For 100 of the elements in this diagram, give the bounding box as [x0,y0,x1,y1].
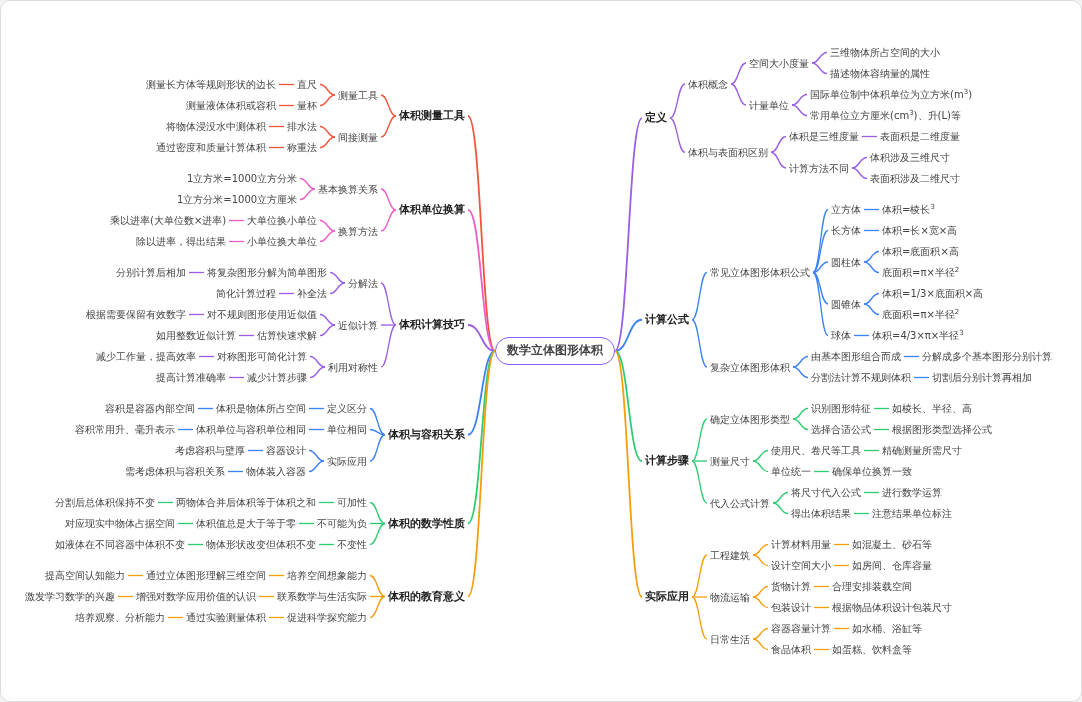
subtopic-text: 确保单位换算一致 [829,464,915,479]
branch-connector [380,188,397,211]
subtopic-text: 表面积涉及二维尺寸 [867,171,963,186]
subtopic-text: 由基本图形组合而成 [808,349,904,364]
branch-connector [770,135,787,153]
branch-connector [851,156,868,169]
subtopic-text: 体积=底面积×高 [879,244,962,259]
branch-connector [691,460,708,462]
subtopic-text: 立方体 [828,202,864,217]
branch-connector [467,209,496,352]
branch-connector [369,407,386,436]
subtopic-text: 如水桶、浴缸等 [849,621,925,636]
subtopic-text: 描述物体容纳量的属性 [827,66,933,81]
branch-connector [467,350,496,436]
branch-connector [319,324,336,337]
subtopic-text: 体积是物体所占空间 [213,401,309,416]
branch-connector [299,177,316,190]
subtopic-text: 测量液体体积或容积 [183,98,279,113]
subtopic-text: 定义区分 [324,401,370,416]
branch-connector [319,230,336,243]
branch-connector [691,418,708,462]
subtopic-text: 减少工作量，提高效率 [93,349,199,364]
branch-connector [792,366,809,379]
branch-connector [752,449,769,462]
branch-connector [308,460,325,473]
subtopic-text: 简化计算过程 [213,286,279,301]
subtopic-text: 称重法 [284,140,320,155]
subtopic-text: 体积=棱长$^{3}$ [879,202,938,217]
branch-connector [811,62,828,75]
branch-connector [319,125,336,138]
branch-connector [812,208,829,274]
subtopic-text: 确定立体图形类型 [707,411,793,427]
branch-connector [811,51,828,64]
subtopic-text: 通过立体图形理解三维空间 [143,568,269,583]
subtopic-text: 根据物品体积设计包装尺寸 [829,600,955,615]
branch-connector [812,271,829,305]
branch-connector [309,355,326,368]
subtopic-text: 表面积是二维度量 [877,129,963,144]
branch-connector [319,219,336,232]
subtopic-text: 通过实验测量体积 [183,610,269,625]
branch-connector [752,596,769,609]
branch-connector [812,271,829,337]
branch-connector [299,188,316,201]
subtopic-text: 排水法 [284,119,320,134]
branch-topic: 体积的教育意义 [385,588,468,605]
subtopic-text: 考虑容积与壁厚 [172,443,248,458]
branch-connector [691,554,708,598]
branch-topic: 体积的数学性质 [385,515,468,532]
subtopic-text: 如棱长、半径、高 [889,401,975,416]
branch-connector [752,460,769,473]
branch-connector [772,502,789,515]
branch-connector [863,292,880,305]
subtopic-text: 容器设计 [263,443,309,458]
subtopic-text: 两物体合并后体积等于体积之和 [173,495,319,510]
branch-connector [863,303,880,316]
branch-connector [752,627,769,640]
branch-connector [791,104,808,117]
subtopic-text: 需考虑体积与容积关系 [122,464,228,479]
subtopic-text: 分割法计算不规则体积 [808,370,914,385]
subtopic-text: 直尺 [294,77,320,92]
subtopic-text: 对应现实中物体占据空间 [62,516,178,531]
subtopic-text: 使用尺、卷尺等工具 [768,443,864,458]
branch-connector [467,324,496,352]
branch-connector [730,83,747,106]
subtopic-text: 体积值总是大于等于零 [193,516,299,531]
subtopic-text: 估算快速求解 [254,328,320,343]
branch-connector [752,585,769,598]
branch-connector [752,543,769,556]
branch-connector [691,460,708,504]
subtopic-text: 不可能为负 [314,516,370,531]
subtopic-text: 不变性 [334,537,370,552]
subtopic-text: 体积与表面积区别 [685,144,771,160]
subtopic-text: 进行数学运算 [879,485,945,500]
subtopic-text: 根据图形类型选择公式 [889,422,995,437]
branch-connector [319,313,336,326]
branch-connector [369,501,386,525]
subtopic-text: 设计空间大小 [768,558,834,573]
subtopic-text: 将物体浸没水中测体积 [163,119,269,134]
branch-connector [614,117,643,352]
subtopic-text: 如混凝土、砂石等 [849,537,935,552]
subtopic-text: 近似计算 [335,317,381,333]
subtopic-text: 常见立体图形体积公式 [707,265,813,280]
subtopic-text: 体积涉及三维尺寸 [867,150,953,165]
branch-connector [614,350,643,462]
subtopic-text: 注意结果单位标注 [869,506,955,521]
branch-connector [614,350,643,598]
branch-connector [369,434,386,462]
subtopic-text: 基本换算关系 [315,181,381,197]
branch-connector [791,93,808,106]
branch-connector [669,83,686,119]
branch-connector [380,115,397,138]
branch-connector [369,574,386,598]
subtopic-text: 换算方法 [335,223,381,239]
subtopic-text: 可加性 [334,495,370,510]
branch-connector [467,115,496,352]
branch-connector [380,209,397,232]
subtopic-text: 利用对称性 [325,359,381,375]
branch-connector [369,522,386,546]
subtopic-text: 联系数学与生活实际 [274,589,370,604]
subtopic-text: 将尺寸代入公式 [788,485,864,500]
